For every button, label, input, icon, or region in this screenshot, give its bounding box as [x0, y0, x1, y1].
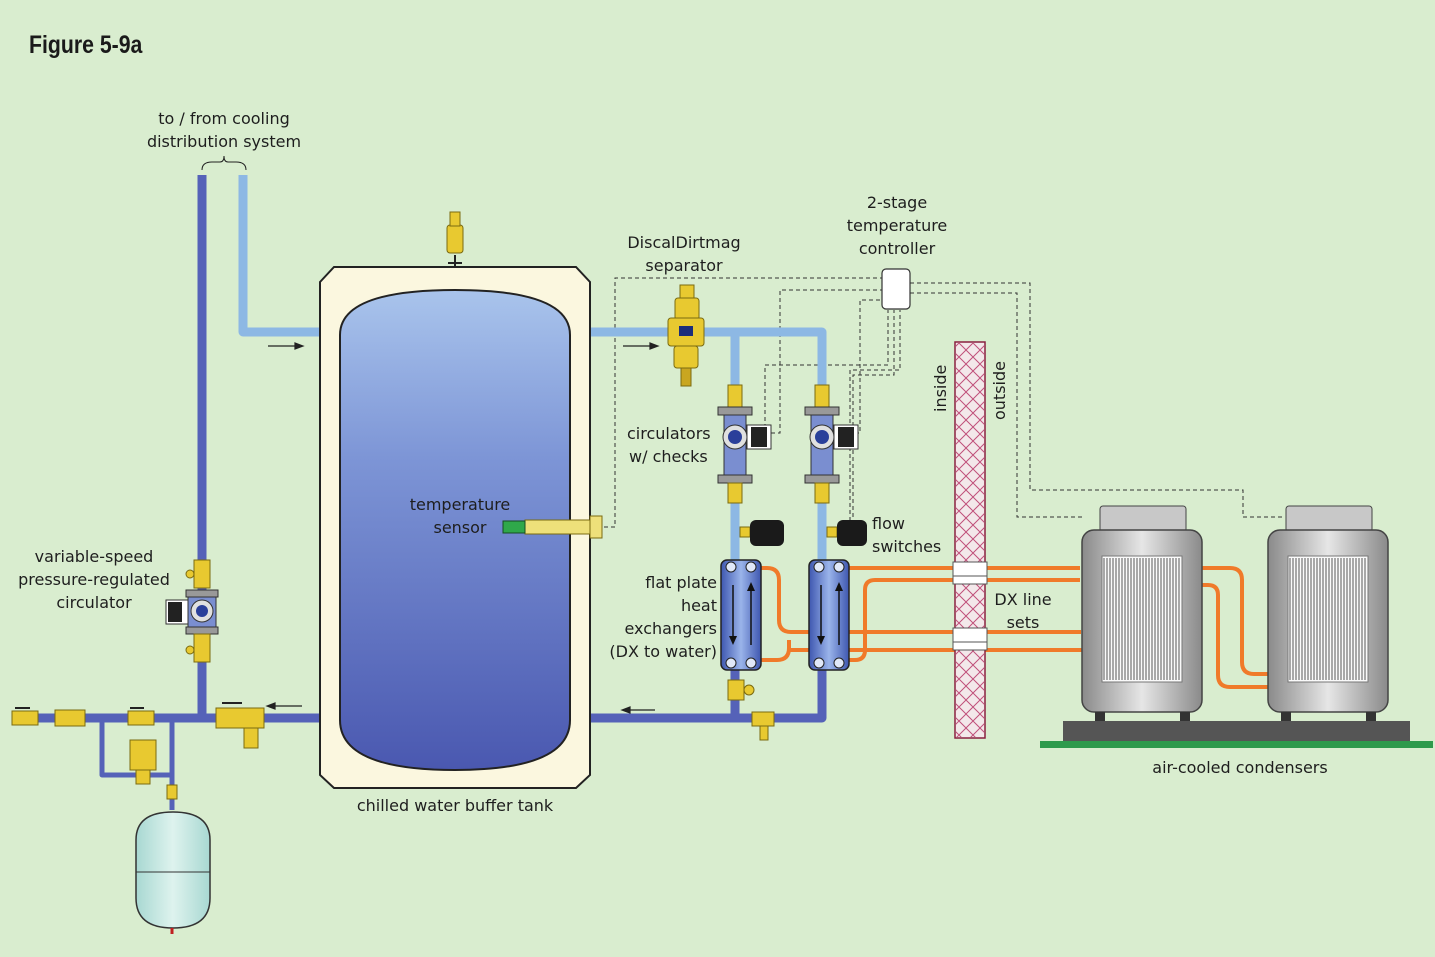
label-line: switches [872, 537, 942, 556]
label-line: flow [872, 514, 905, 533]
flow-arrows [265, 342, 660, 714]
cooling-distribution-label: to / from cooling distribution system [138, 107, 310, 153]
label-line: DiscalDirtmag [627, 233, 741, 252]
variable-speed-circulator-label: variable-speed pressure-regulated circul… [8, 545, 180, 614]
circulators-label: circulators w/ checks [627, 422, 727, 468]
figure-title: Figure 5-9a [29, 31, 143, 59]
circulator-1 [717, 384, 772, 504]
building-wall [952, 341, 988, 739]
label-line: circulators [627, 424, 711, 443]
label-line: sets [1006, 613, 1040, 632]
heat-exchanger-2 [808, 559, 850, 671]
refrigerant-lines [757, 566, 1270, 689]
dx-line-sets-label: DX line sets [985, 588, 1061, 634]
heat-exchangers-label: flat plate heat exchangers (DX to water) [590, 571, 717, 663]
label-line: pressure-regulated [18, 570, 170, 589]
label-line: heat [680, 596, 717, 615]
outside-label: outside [990, 361, 1009, 420]
controller-label: 2-stage temperature controller [832, 191, 962, 260]
label-line: (DX to water) [609, 642, 717, 661]
condensers-label: air-cooled condensers [1152, 758, 1328, 777]
variable-speed-circulator [165, 559, 219, 663]
label-line: 2-stage [866, 193, 928, 212]
inside-label: inside [931, 364, 950, 412]
label-line: flat plate [645, 573, 717, 592]
label-line: to / from cooling [158, 109, 290, 128]
label-line: controller [858, 239, 936, 258]
return-valves [11, 702, 265, 800]
temperature-sensor-label: temperature sensor [400, 493, 520, 539]
distribution-brace [201, 155, 247, 171]
label-line: circulator [56, 593, 132, 612]
temperature-controller [881, 268, 911, 310]
expansion-tank [135, 811, 211, 934]
label-line: exchangers [624, 619, 717, 638]
label-line: temperature [409, 495, 511, 514]
condenser-pad [1063, 721, 1410, 741]
label-line: w/ checks [629, 447, 708, 466]
condenser-1 [1081, 505, 1203, 721]
condenser-2 [1267, 505, 1389, 721]
label-line: variable-speed [34, 547, 154, 566]
flow-switches [739, 520, 867, 546]
label-line: temperature [846, 216, 948, 235]
buffer-tank [319, 211, 591, 789]
label-line: separator [645, 256, 723, 275]
dirt-separator [667, 284, 705, 387]
label-line: distribution system [146, 132, 302, 151]
temperature-sensor [502, 515, 603, 539]
label-line: sensor [433, 518, 487, 537]
circulator-2 [804, 384, 859, 504]
ground-line [1040, 741, 1433, 748]
flow-switches-label: flow switches [872, 512, 962, 558]
purge-valves [727, 679, 775, 741]
buffer-tank-label: chilled water buffer tank [356, 796, 554, 815]
label-line: DX line [994, 590, 1052, 609]
heat-exchanger-1 [720, 559, 762, 671]
separator-label: DiscalDirtmag separator [610, 231, 758, 277]
